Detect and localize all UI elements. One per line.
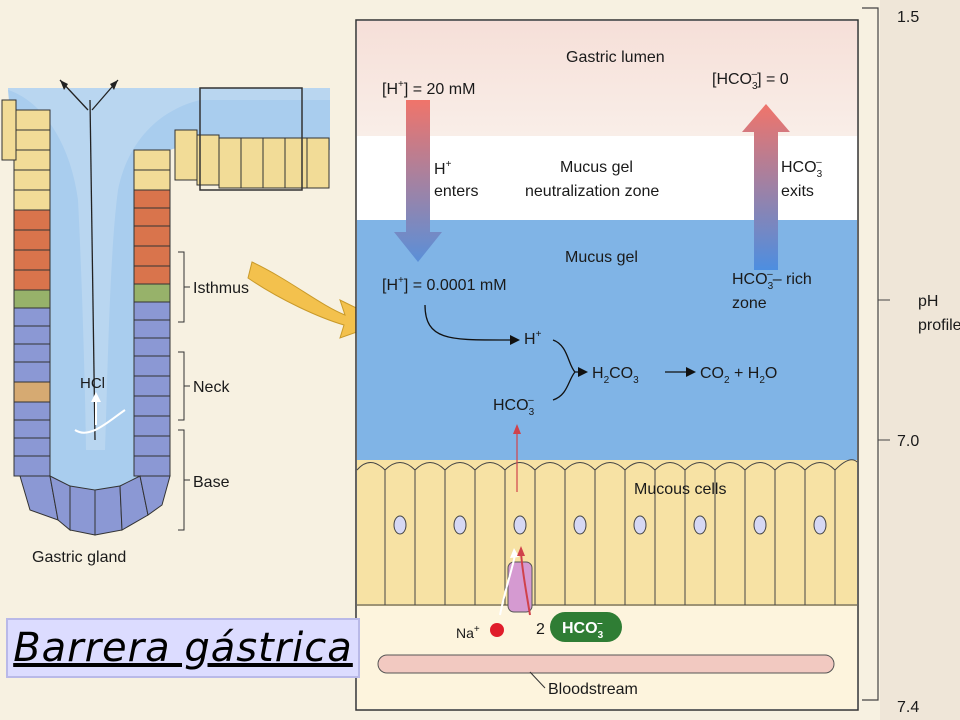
slide-title-box: Barrera gástrica xyxy=(6,618,360,678)
ph-label: pH xyxy=(918,293,938,310)
ph-profile-label: profile xyxy=(918,317,960,334)
gland-caption: Gastric gland xyxy=(32,549,126,566)
hco3-reactant: HCO3– xyxy=(493,395,535,418)
hco3-rich-label: HCO3–– rich xyxy=(732,269,812,292)
hco3-exits-verb: exits xyxy=(781,183,814,200)
merge-arrows xyxy=(552,339,582,401)
bloodstream-label: Bloodstream xyxy=(548,681,638,698)
sodium-ion xyxy=(490,623,504,637)
zoom-box xyxy=(199,87,303,191)
h2co3-label: H2CO3 xyxy=(592,365,639,386)
gland-left-wall xyxy=(13,109,51,477)
hco3-lumen-concentration: [HCO3–] = 0 xyxy=(712,69,789,92)
hco3-exits-arrow xyxy=(742,104,790,270)
ph-bottom-value: 7.4 xyxy=(897,699,919,716)
neutralization-zone xyxy=(357,136,857,220)
neutralization-label-2: neutralization zone xyxy=(525,183,659,200)
h-gel-concentration: [H+] = 0.0001 mM xyxy=(382,275,507,294)
co2-h2o-label: CO2 + H2O xyxy=(700,365,777,386)
isthmus-label: Isthmus xyxy=(193,280,249,297)
bloodstream-leader xyxy=(529,671,546,689)
neutralization-label-1: Mucus gel xyxy=(560,159,633,176)
gland-base xyxy=(19,475,171,536)
h-enters-label: H+ xyxy=(434,159,452,178)
mucous-cell-layer xyxy=(356,459,858,610)
hco3-badge-label: HCO3– xyxy=(562,618,604,641)
ph-top-value: 1.5 xyxy=(897,9,919,26)
h-enters-arrow xyxy=(394,100,442,262)
mucus-gel-label: Mucus gel xyxy=(565,249,638,266)
ph-scale: 1.5 7.0 7.4 pH profile xyxy=(862,7,960,716)
barrier-panel: Gastric lumen [H+] = 20 mM [HCO3–] = 0 H… xyxy=(355,19,859,711)
gland-flow-line xyxy=(89,99,96,441)
right-text-ghost xyxy=(880,0,960,720)
hco3-exits-label: HCO3– xyxy=(781,157,823,180)
h-reaction-line xyxy=(424,304,515,341)
base-bracket xyxy=(178,429,190,531)
hco3-rich-zone: zone xyxy=(732,295,767,312)
hco3-stoich: 2 xyxy=(536,621,545,638)
hco3-badge xyxy=(550,612,622,642)
ph-mid-value: 7.0 xyxy=(897,433,919,450)
neck-label: Neck xyxy=(193,379,230,396)
gastric-gland: Isthmus Neck Base HCl Gastric gland xyxy=(1,79,330,566)
slide-title: Barrera gástrica xyxy=(13,625,353,671)
isthmus-bracket xyxy=(178,251,190,323)
gland-right-wall xyxy=(133,149,171,477)
h-enters-verb: enters xyxy=(434,183,478,200)
blood-vessel xyxy=(377,654,835,674)
gastric-lumen-label: Gastric lumen xyxy=(566,49,665,66)
h-lumen-concentration: [H+] = 20 mM xyxy=(382,79,475,98)
sodium-label: Na+ xyxy=(456,624,480,641)
neck-bracket xyxy=(178,351,190,421)
base-label: Base xyxy=(193,474,230,491)
h-reactant: H+ xyxy=(524,329,542,348)
mucous-cells-label: Mucous cells xyxy=(634,481,726,498)
bicarbonate-transporter xyxy=(490,546,533,637)
hcl-label: HCl xyxy=(80,375,105,392)
